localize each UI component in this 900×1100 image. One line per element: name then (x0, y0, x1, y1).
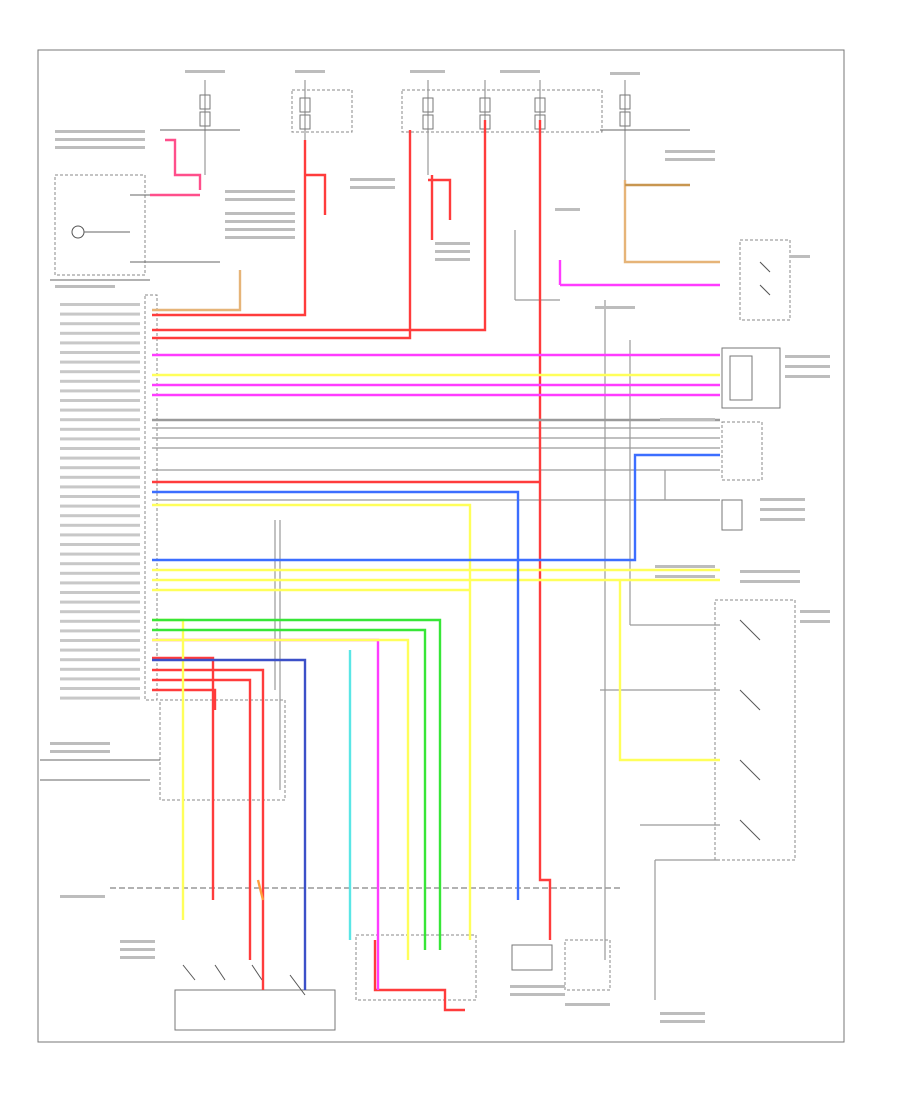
pin-label-placeholder (60, 485, 140, 489)
fuse-block-2 (291, 80, 353, 175)
diagram-border (37, 49, 845, 1043)
wire-red-5 (152, 120, 487, 332)
pin-label-placeholder (60, 696, 140, 700)
pin-label-placeholder (60, 523, 140, 527)
pin-label-placeholder (60, 495, 140, 498)
pin-label-placeholder (60, 658, 140, 662)
pin-label-placeholder (60, 552, 140, 556)
wire-red-9 (152, 668, 265, 990)
range-switch (714, 599, 796, 861)
wire-tan-35 (623, 180, 720, 264)
wire-red-3 (305, 173, 327, 215)
wire-green-29 (152, 618, 442, 950)
sensor-module (721, 347, 781, 409)
pin-label-placeholder (60, 408, 140, 412)
pin-label-placeholder (60, 360, 140, 364)
pin-label-placeholder (60, 447, 140, 450)
pin-label-placeholder (60, 379, 140, 383)
label-placeholders (50, 70, 830, 1023)
pin-label-placeholder (60, 331, 140, 335)
wire-red-6 (152, 130, 412, 340)
pin-label-placeholder (60, 571, 140, 575)
solenoid-group (174, 964, 336, 1031)
wire-dark_blue-33 (152, 658, 307, 990)
wire-yellow-25 (152, 503, 472, 940)
pin-label-placeholder (60, 389, 140, 393)
wire-blue-32 (152, 490, 520, 900)
pressure-switch-assembly (355, 934, 611, 1001)
pin-label-placeholder (60, 370, 140, 374)
fuse-block-3 (401, 80, 603, 175)
pin-label-placeholder (60, 687, 140, 690)
pin-label-placeholder (60, 562, 140, 566)
vehicle-speed-sensor (721, 499, 743, 531)
pin-label-placeholder (60, 504, 140, 508)
pin-label-placeholder (60, 543, 140, 546)
pin-label-placeholder (60, 437, 140, 441)
wire-yellow-28 (618, 580, 720, 762)
pin-label-placeholder (60, 351, 140, 354)
pin-label-placeholder (60, 600, 140, 604)
wire-red-14 (373, 940, 465, 1012)
pin-label-placeholder (60, 591, 140, 594)
pin-label-placeholder (60, 322, 140, 326)
pin-label-placeholder (60, 427, 140, 431)
pin-label-placeholder (60, 667, 140, 671)
wire-blue-31 (152, 453, 720, 562)
fuse-block-1 (160, 80, 240, 175)
pin-label-placeholder (60, 677, 140, 681)
pin-label-placeholder (60, 619, 140, 623)
wire-green-30 (152, 628, 427, 950)
pin-label-placeholder (60, 466, 140, 470)
pin-label-placeholder (60, 533, 140, 537)
wire-tan-36 (152, 270, 242, 312)
gray-wires (152, 230, 720, 1000)
wire-red-10 (152, 678, 252, 960)
pin-label-placeholder (60, 418, 140, 422)
pin-label-placeholder (60, 341, 140, 345)
pin-label-placeholder (60, 629, 140, 633)
brake-switch (739, 239, 791, 321)
pin-label-placeholder (60, 399, 140, 402)
instrument-cluster (50, 174, 220, 281)
pin-label-placeholder (60, 312, 140, 316)
wire-red-2 (152, 140, 307, 317)
wire-magenta-20 (152, 638, 380, 990)
pin-label-placeholder (60, 456, 140, 460)
pin-label-placeholder (60, 514, 140, 518)
pcm-pin-labels (60, 303, 140, 700)
wire-red-11 (152, 688, 217, 710)
pin-label-placeholder (60, 639, 140, 642)
wire-yellow-26 (152, 638, 410, 960)
pin-label-placeholder (60, 475, 140, 479)
wire-red-13 (428, 178, 452, 220)
pin-label-placeholder (60, 610, 140, 614)
colored-wires (150, 120, 720, 1012)
wire-red-4 (538, 120, 552, 940)
pin-label-placeholder (60, 581, 140, 585)
wire-orange-39 (256, 879, 265, 901)
pin-label-placeholder (60, 648, 140, 652)
wire-red-8 (152, 656, 215, 900)
fuse-block-4 (600, 80, 690, 180)
pcm-connector (40, 294, 286, 801)
throttle-position-sensor (721, 421, 763, 481)
wire-pink-0 (165, 138, 202, 190)
pin-label-placeholder (60, 303, 140, 306)
